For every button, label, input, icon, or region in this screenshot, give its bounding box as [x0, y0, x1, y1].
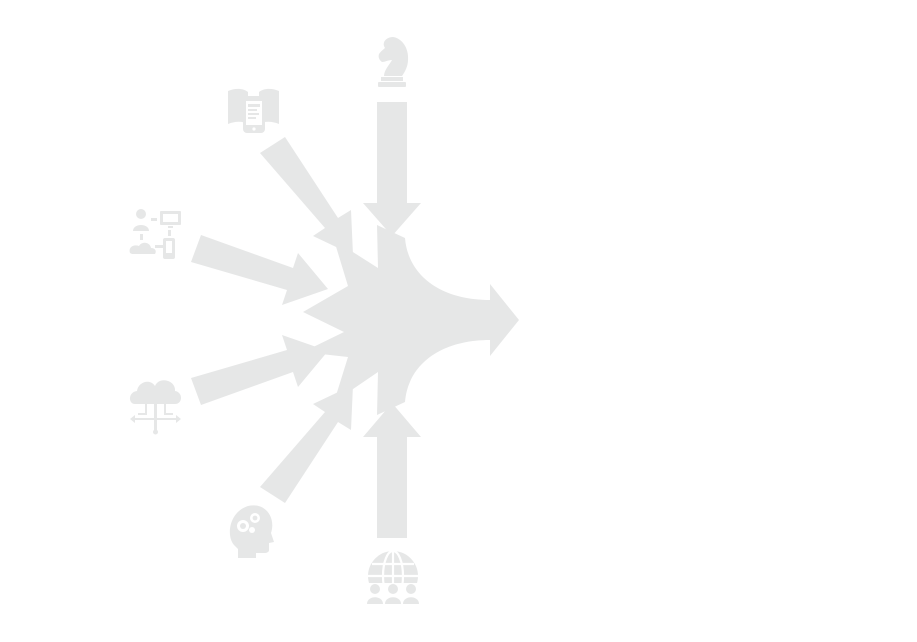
- user-device-network-icon: [129, 209, 181, 259]
- head-gears-icon: [229, 505, 274, 558]
- cloud-network-icon: [129, 380, 181, 435]
- arrow-from-mobile-reading: [260, 137, 353, 255]
- convergence-hub-shape: [303, 225, 519, 415]
- chess-knight-icon: [378, 37, 409, 87]
- book-phone-icon: [228, 88, 279, 133]
- arrow-from-strategy: [363, 102, 421, 236]
- arrow-from-global-community: [363, 403, 421, 538]
- arrow-from-thinking: [260, 385, 353, 503]
- globe-people-icon: [364, 549, 422, 605]
- arrow-from-cloud-computing: [191, 335, 328, 405]
- arrow-from-user-devices: [191, 235, 328, 305]
